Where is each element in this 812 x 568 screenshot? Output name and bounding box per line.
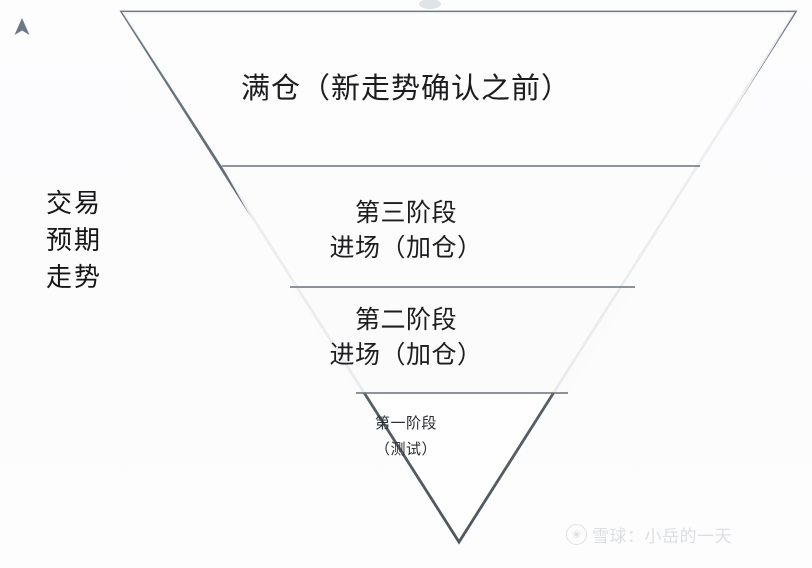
axis-label-line-3: 走势 bbox=[46, 262, 103, 293]
tier-2-line-1: 第三阶段 bbox=[354, 198, 457, 227]
tier-3-line-2: 进场（加仓） bbox=[329, 339, 483, 369]
axis-label-line-1: 交易 bbox=[46, 189, 103, 219]
tier-3-line-1: 第二阶段 bbox=[354, 305, 457, 334]
vertical-axis-arrow bbox=[14, 18, 30, 548]
top-crop-artifact bbox=[419, 0, 441, 9]
watermark: ❀ 雪球：小岳的一天 bbox=[566, 522, 732, 547]
axis-label-line-2: 预期 bbox=[46, 225, 103, 256]
tier-4-label: 第一阶段 （测试） bbox=[0, 410, 812, 463]
xueqiu-logo-icon: ❀ bbox=[566, 524, 587, 545]
tier-3-label: 第二阶段 进场（加仓） bbox=[0, 303, 812, 372]
tier-4-line-2: （测试） bbox=[374, 440, 437, 459]
tier-2-line-2: 进场（加仓） bbox=[329, 232, 483, 262]
axis-label: 交易 预期 走势 bbox=[46, 186, 102, 297]
watermark-text: 雪球：小岳的一天 bbox=[592, 527, 732, 547]
tier-4-line-1: 第一阶段 bbox=[374, 414, 437, 432]
tier-1-line-1: 满仓（新走势确认之前） bbox=[240, 71, 571, 105]
tier-1-label: 满仓（新走势确认之前） bbox=[0, 68, 812, 108]
tier-2-label: 第三阶段 进场（加仓） bbox=[0, 196, 812, 265]
